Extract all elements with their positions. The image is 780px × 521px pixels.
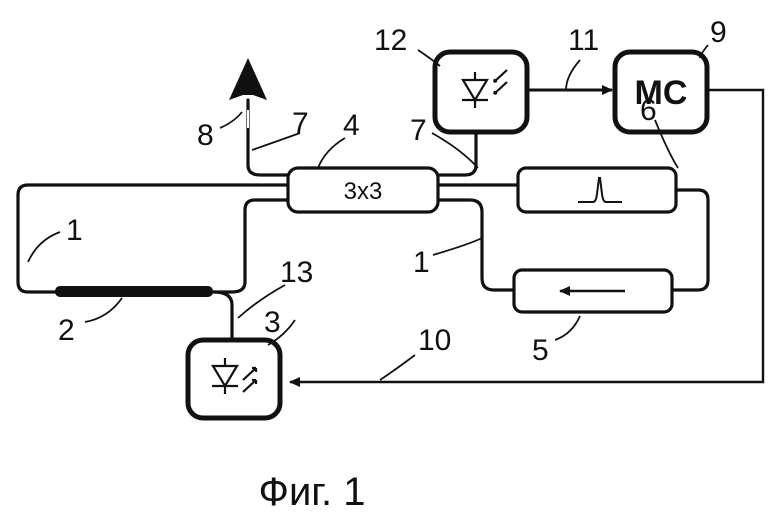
label-7-left: 7 xyxy=(292,107,309,140)
pump-fiber xyxy=(214,292,232,340)
label-2: 2 xyxy=(58,314,75,347)
label-4: 4 xyxy=(343,109,360,142)
figure-caption: Фиг. 1 xyxy=(259,470,366,514)
label-12: 12 xyxy=(374,24,407,57)
label-11: 11 xyxy=(568,24,599,57)
label-3: 3 xyxy=(264,306,281,339)
pump-laser-diode-3 xyxy=(188,340,280,418)
fiber-loop-left xyxy=(18,185,288,292)
label-13: 13 xyxy=(280,256,313,289)
label-8: 8 xyxy=(197,119,214,152)
fiber-to-isolator xyxy=(438,200,514,290)
label-1-left: 1 xyxy=(66,214,83,247)
coupler-label: 3x3 xyxy=(344,178,383,205)
label-9: 9 xyxy=(710,16,727,49)
active-fiber xyxy=(55,286,213,297)
label-7-right: 7 xyxy=(410,114,427,147)
output-fiber xyxy=(248,100,288,175)
label-10: 10 xyxy=(418,324,451,357)
label-5: 5 xyxy=(532,334,549,367)
output-arrow-icon xyxy=(229,58,267,100)
label-6: 6 xyxy=(640,94,657,127)
label-1-right: 1 xyxy=(413,246,430,279)
